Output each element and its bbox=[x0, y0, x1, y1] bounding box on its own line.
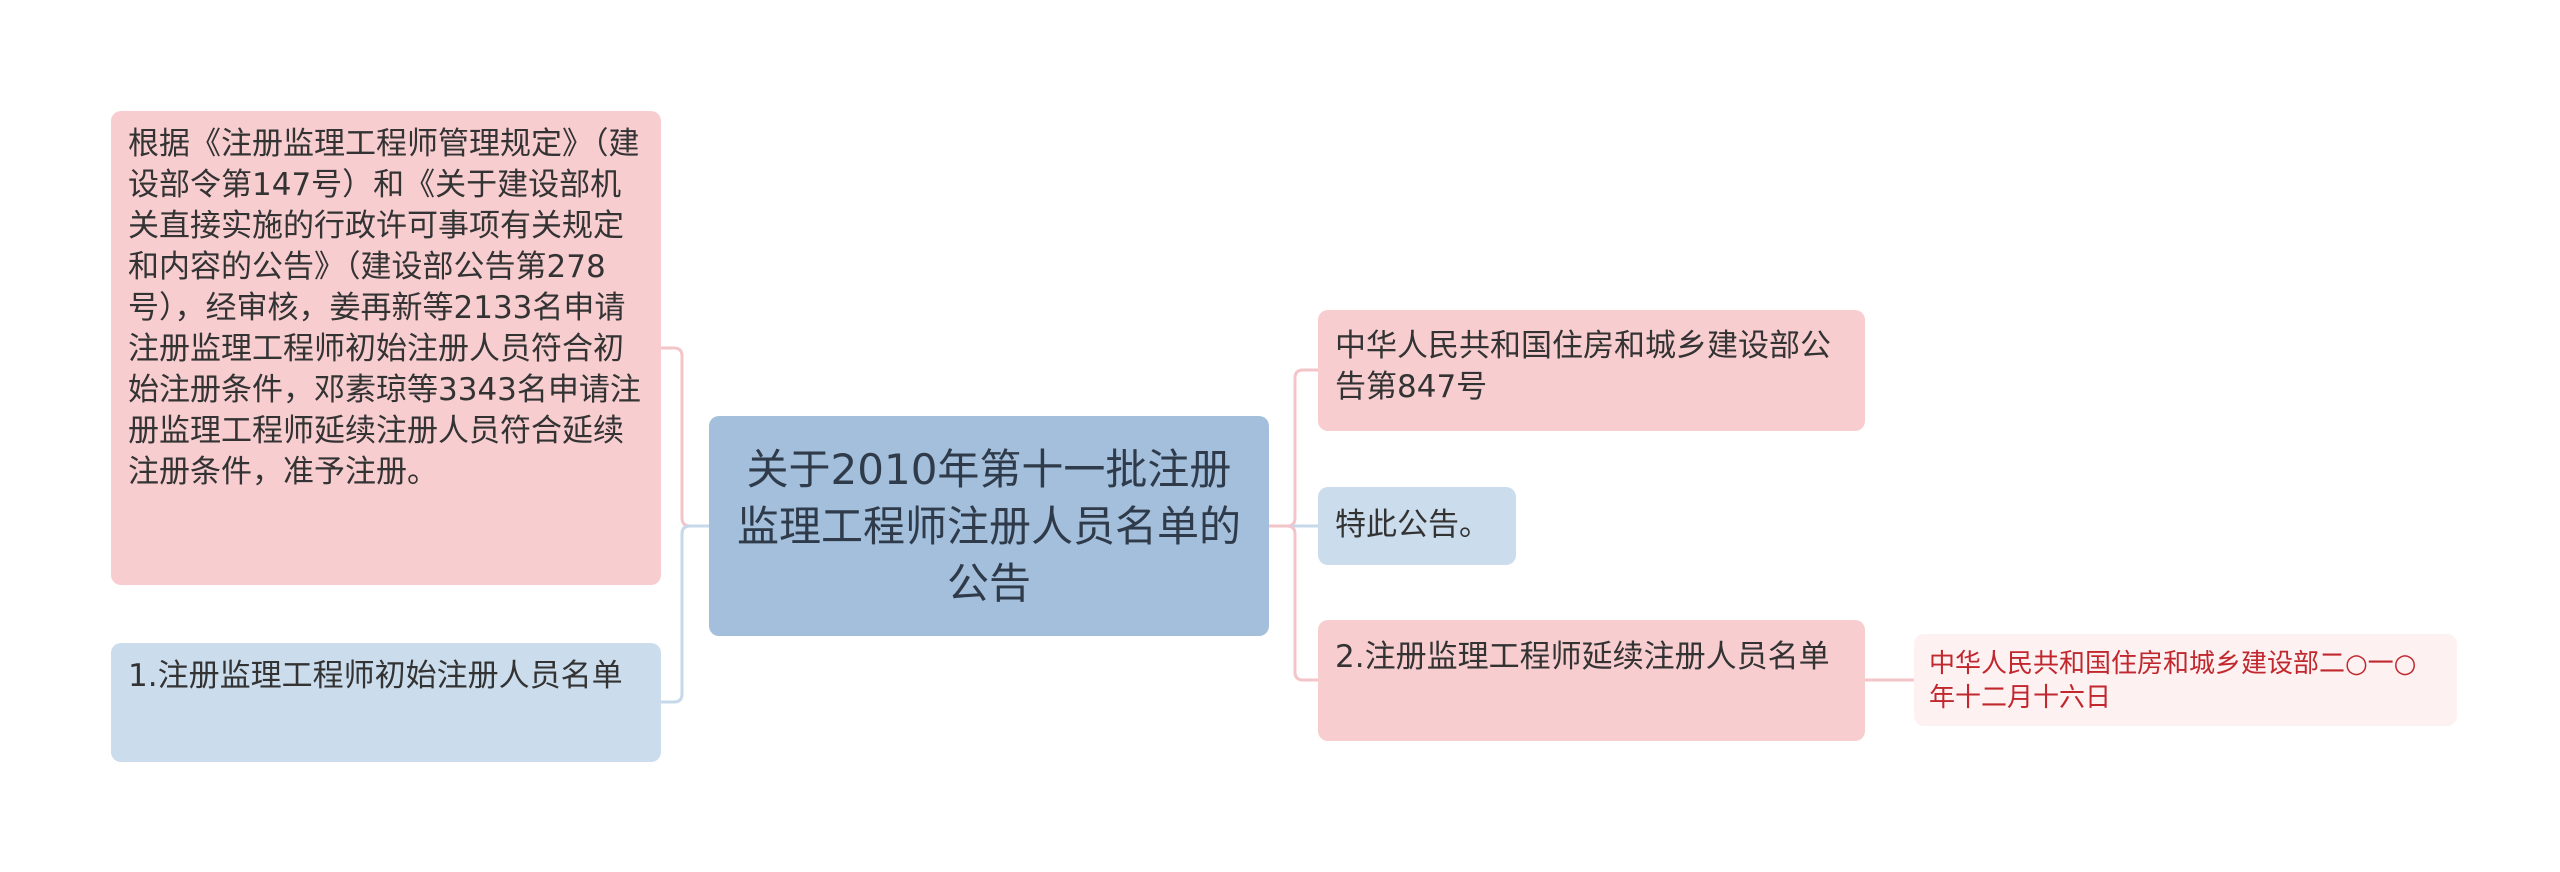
right-node-renewal-registration-list[interactable]: 2.注册监理工程师延续注册人员名单 bbox=[1318, 620, 1865, 741]
connector-center-to-right3 bbox=[1269, 524, 1318, 682]
central-topic[interactable]: 关于2010年第十一批注册监理工程师注册人员名单的公告 bbox=[709, 416, 1269, 636]
central-topic-title: 关于2010年第十一批注册监理工程师注册人员名单的公告 bbox=[736, 444, 1241, 608]
right-node-announcement-number[interactable]: 中华人民共和国住房和城乡建设部公告第847号 bbox=[1318, 310, 1865, 431]
left-node-initial-registration-list[interactable]: 1.注册监理工程师初始注册人员名单 bbox=[111, 643, 661, 762]
left-node-regulation-basis[interactable]: 根据《注册监理工程师管理规定》（建设部令第147号）和《关于建设部机关直接实施的… bbox=[111, 111, 661, 585]
connector-center-to-left1 bbox=[661, 346, 709, 528]
right-node-hereby-announced[interactable]: 特此公告。 bbox=[1318, 487, 1516, 565]
leaf-node-issuer-date[interactable]: 中华人民共和国住房和城乡建设部二○一○年十二月十六日 bbox=[1914, 634, 2457, 726]
connector-center-to-left2 bbox=[661, 524, 709, 704]
connector-center-to-right1 bbox=[1269, 368, 1318, 528]
